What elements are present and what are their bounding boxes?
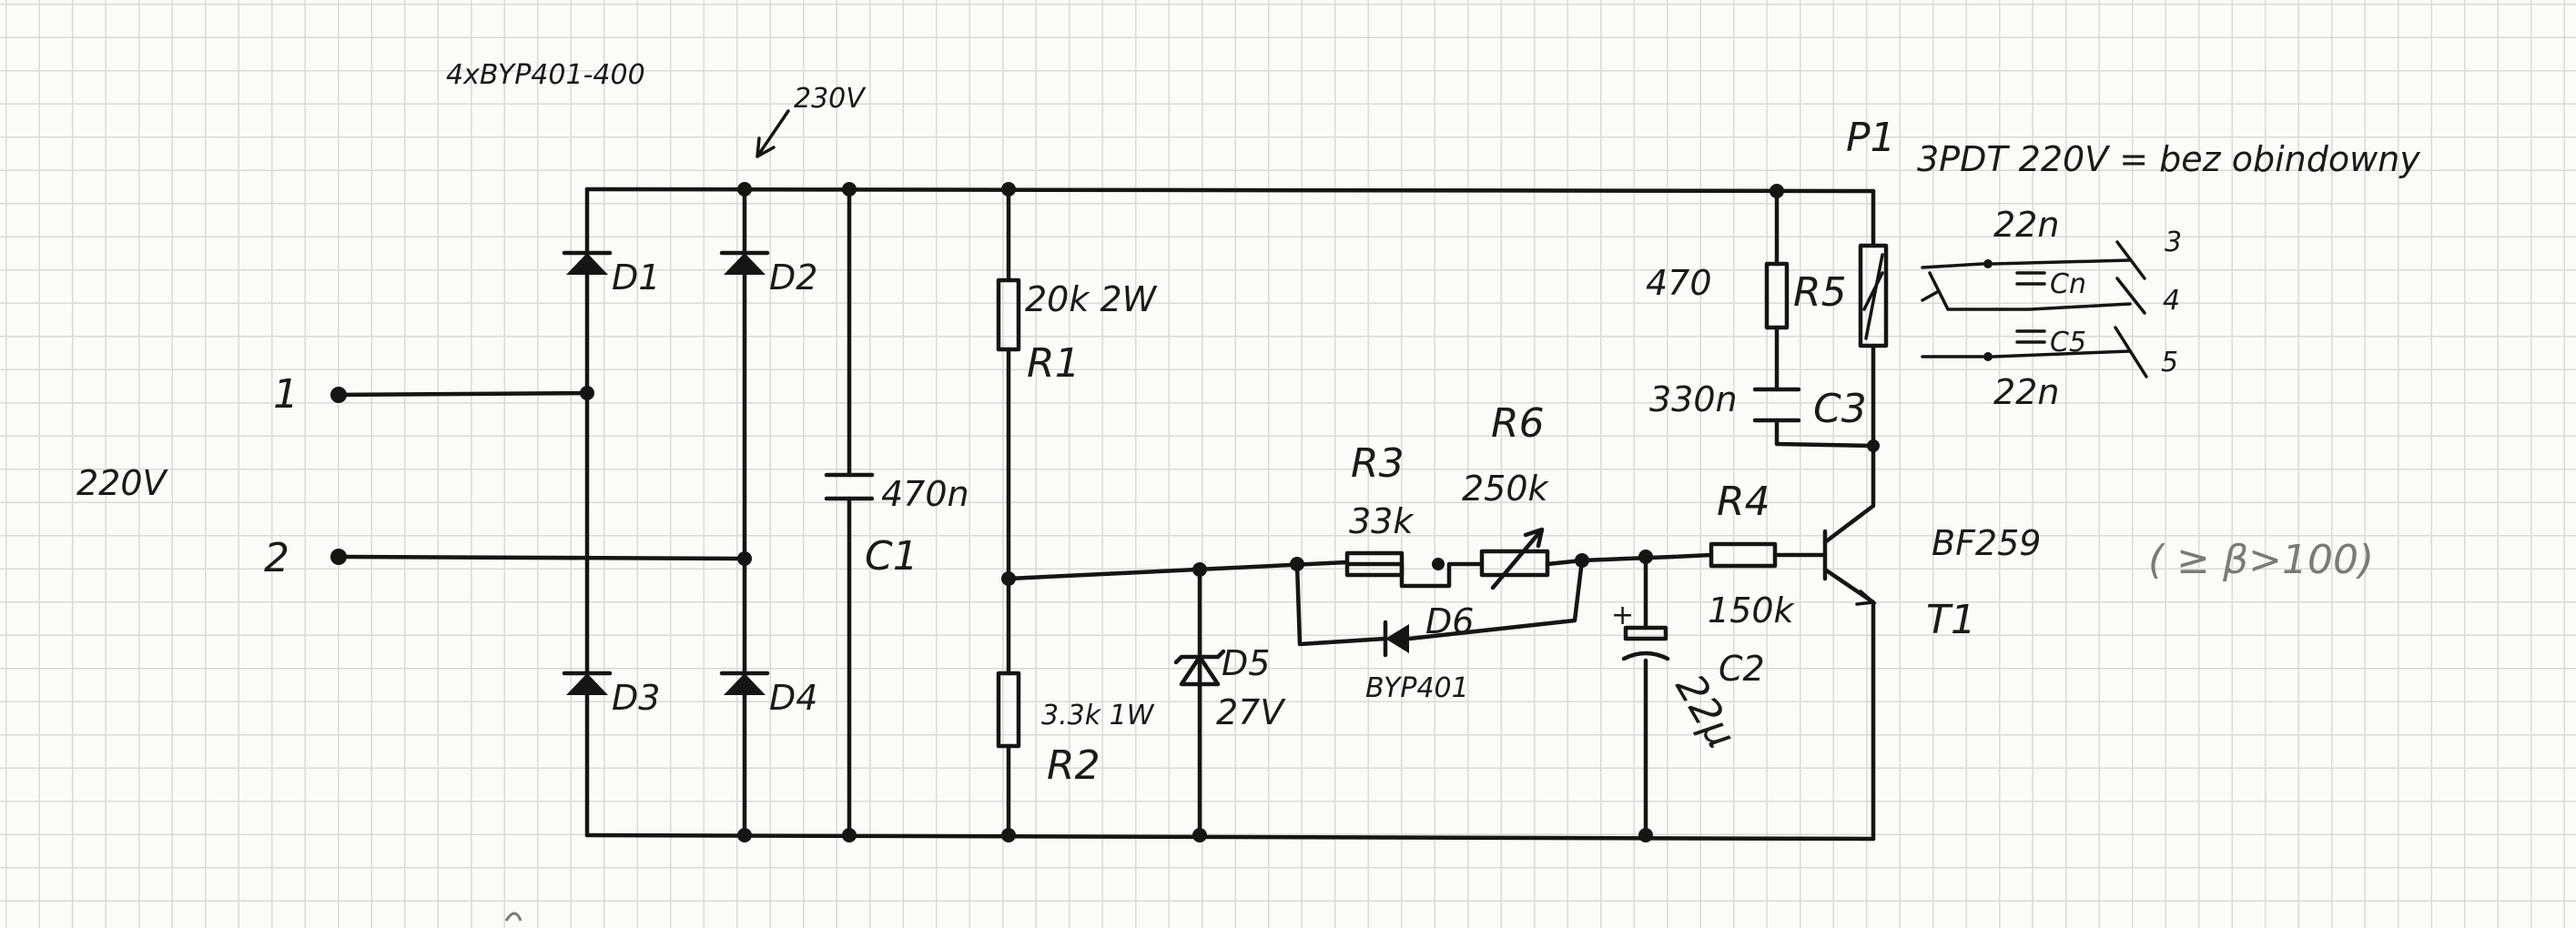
svg-text:27V: 27V — [1216, 692, 1286, 732]
svg-text:330n: 330n — [1649, 379, 1738, 419]
svg-text:150k: 150k — [1708, 590, 1796, 630]
svg-text:T1: T1 — [1926, 597, 1976, 643]
svg-text:R5: R5 — [1793, 269, 1847, 316]
svg-text:250k: 250k — [1462, 469, 1550, 509]
svg-text:22n: 22n — [1993, 372, 2059, 412]
svg-text:D4: D4 — [769, 678, 817, 718]
resistor-r1: 20k 2W R1 — [996, 277, 1158, 387]
svg-text:470: 470 — [1646, 263, 1712, 303]
svg-text:C1: C1 — [865, 533, 918, 580]
svg-text:D6: D6 — [1425, 601, 1474, 641]
switch-capacitor-bank: 22n Cn C5 22n 3 4 5 — [1921, 205, 2182, 412]
diode-d4: D4 — [719, 671, 817, 718]
diode-d1: D1 — [562, 250, 660, 298]
svg-text:470n: 470n — [881, 474, 969, 514]
resistor-r4: R4 150k — [1708, 479, 1796, 630]
voltage-230-label: 230V — [794, 83, 867, 115]
svg-text:Cn: Cn — [2050, 268, 2086, 300]
svg-text:3: 3 — [2165, 227, 2182, 258]
zener-diode-d5: D5 27V — [1173, 643, 1286, 732]
svg-text:D5: D5 — [1222, 643, 1270, 683]
svg-text:22n: 22n — [1993, 205, 2059, 245]
voltage-arrow — [756, 109, 790, 158]
svg-text:R1: R1 — [1027, 340, 1080, 387]
svg-text:1: 1 — [273, 371, 299, 418]
svg-text:C2: C2 — [1719, 649, 1765, 689]
svg-text:R2: R2 — [1047, 742, 1100, 789]
resistor-r2: 3.3k 1W R2 — [996, 671, 1155, 789]
svg-text:2: 2 — [264, 535, 289, 581]
relay-coil-p1: P1 — [1846, 115, 1896, 348]
svg-text:P1: P1 — [1846, 115, 1896, 161]
potentiometer-r6: R6 250k — [1462, 400, 1550, 590]
svg-text:BYP401: BYP401 — [1365, 672, 1469, 704]
pencil-mark — [504, 912, 522, 922]
svg-text:D3: D3 — [612, 678, 660, 718]
resistor-r3: R3 33k — [1344, 440, 1415, 578]
svg-text:+: + — [1611, 600, 1634, 631]
svg-text:R6: R6 — [1491, 400, 1545, 447]
svg-text:C5: C5 — [2050, 327, 2086, 358]
diode-part-note: 4xBYP401-400 — [446, 59, 645, 91]
capacitor-c3: 330n C3 — [1649, 379, 1867, 432]
switch-note: 3PDT 220V = bez obindowny — [1917, 139, 2420, 179]
input-terminal-2: 2 — [264, 535, 347, 581]
svg-text:R3: R3 — [1351, 440, 1405, 487]
svg-text:5: 5 — [2161, 347, 2178, 378]
svg-text:4: 4 — [2163, 285, 2180, 317]
svg-text:33k: 33k — [1349, 501, 1415, 541]
input-voltage-label: 220V — [76, 463, 169, 503]
svg-text:BF259: BF259 — [1932, 523, 2041, 563]
capacitor-c1: 470n C1 — [824, 472, 969, 580]
svg-text:3.3k 1W: 3.3k 1W — [1041, 700, 1155, 731]
diode-d6: D6 BYP401 — [1365, 601, 1474, 704]
input-terminal-1: 1 — [273, 371, 347, 418]
svg-text:D1: D1 — [612, 257, 660, 298]
svg-text:20k 2W: 20k 2W — [1025, 279, 1158, 319]
transistor-beta-note: ( ≥ β>100) — [2148, 537, 2374, 583]
resistor-r5: 470 R5 — [1646, 261, 1847, 330]
transistor-t1: BF259 T1 — [1855, 523, 2041, 643]
diode-d2: D2 — [719, 250, 817, 298]
svg-text:C3: C3 — [1813, 386, 1867, 432]
svg-text:D2: D2 — [769, 257, 817, 298]
svg-text:R4: R4 — [1717, 479, 1770, 525]
diode-d3: D3 — [562, 671, 660, 718]
junctions — [580, 182, 1880, 842]
